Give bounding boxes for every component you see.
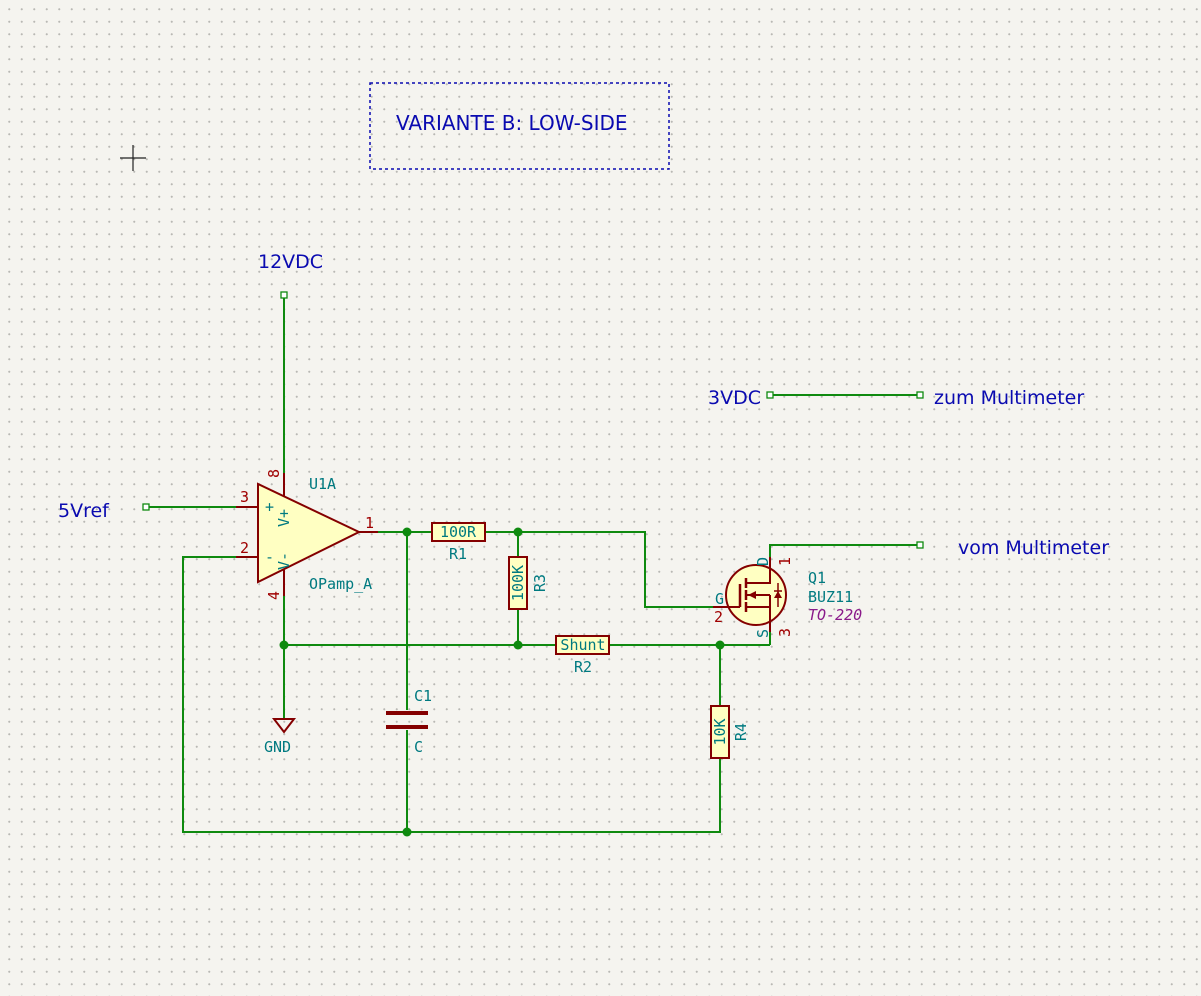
wire-feedback[interactable] bbox=[182, 556, 721, 833]
title-note[interactable]: VARIANTE B: LOW-SIDE bbox=[369, 82, 670, 170]
resistor-r2[interactable]: Shunt R2 bbox=[555, 635, 610, 676]
resistor-r1[interactable]: 100R R1 bbox=[431, 522, 486, 563]
q1-footprint: TO-220 bbox=[808, 606, 862, 624]
ground-symbol[interactable]: GND bbox=[264, 718, 297, 756]
r4-ref: R4 bbox=[732, 723, 750, 741]
mosfet-q1[interactable]: 2 1 3 G D S Q1 BUZ11 TO-220 bbox=[713, 557, 862, 638]
junctions bbox=[279, 527, 725, 837]
c1-value: C bbox=[414, 738, 423, 756]
resistor-r4[interactable]: 10K R4 bbox=[710, 705, 750, 759]
q1-ref: Q1 bbox=[808, 569, 826, 587]
r3-ref: R3 bbox=[531, 574, 549, 592]
r1-value: 100R bbox=[440, 523, 477, 541]
opamp-pin-vminus: 4 bbox=[265, 591, 283, 600]
net-label-3vdc[interactable]: 3VDC bbox=[708, 387, 761, 409]
title-note-text: VARIANTE B: LOW-SIDE bbox=[396, 111, 628, 135]
q1-pin-d: 1 bbox=[776, 557, 794, 566]
opamp-minus-sign: - bbox=[265, 548, 274, 566]
wires bbox=[146, 295, 920, 833]
q1-label-d: D bbox=[754, 557, 772, 566]
opamp-ref: U1A bbox=[309, 475, 336, 493]
net-label-12vdc[interactable]: 12VDC bbox=[258, 251, 323, 273]
opamp-pin-vplus: 8 bbox=[265, 469, 283, 478]
net-label-zum-multimeter[interactable]: zum Multimeter bbox=[934, 387, 1084, 409]
opamp-u1a[interactable]: 3 2 1 8 4 + - V+ V- U1A OPamp_A bbox=[236, 469, 378, 600]
r4-value: 10K bbox=[711, 718, 729, 745]
opamp-pin-plus: 3 bbox=[240, 488, 249, 506]
r2-ref: R2 bbox=[574, 658, 592, 676]
opamp-vminus-label: V- bbox=[275, 552, 293, 570]
r2-value: Shunt bbox=[560, 636, 605, 654]
mosfet-arrow-icon bbox=[748, 591, 756, 599]
q1-label-g: G bbox=[715, 590, 724, 608]
capacitor-c1[interactable]: C1 C bbox=[386, 687, 432, 756]
opamp-plus-sign: + bbox=[265, 498, 274, 516]
r3-value: 100K bbox=[509, 565, 527, 601]
q1-pin-s: 3 bbox=[776, 628, 794, 637]
ground-icon bbox=[271, 718, 297, 734]
opamp-vplus-label: V+ bbox=[275, 509, 293, 527]
q1-value: BUZ11 bbox=[808, 588, 853, 606]
opamp-value: OPamp_A bbox=[309, 575, 372, 593]
wire-terminals bbox=[142, 291, 924, 549]
cursor-crosshair-icon bbox=[120, 145, 146, 171]
wire-drain-vom[interactable] bbox=[769, 544, 920, 557]
q1-pin-g: 2 bbox=[714, 608, 723, 626]
r1-ref: R1 bbox=[449, 545, 467, 563]
net-label-vom-multimeter[interactable]: vom Multimeter bbox=[958, 537, 1109, 559]
ground-label: GND bbox=[264, 738, 291, 756]
opamp-pin-minus: 2 bbox=[240, 539, 249, 557]
opamp-triangle bbox=[257, 482, 362, 584]
q1-label-s: S bbox=[754, 629, 772, 638]
opamp-pin-out: 1 bbox=[365, 514, 374, 532]
c1-ref: C1 bbox=[414, 687, 432, 705]
wire-gate[interactable] bbox=[518, 531, 713, 608]
net-label-5vref[interactable]: 5Vref bbox=[58, 500, 110, 522]
resistor-r3[interactable]: 100K R3 bbox=[508, 556, 549, 610]
